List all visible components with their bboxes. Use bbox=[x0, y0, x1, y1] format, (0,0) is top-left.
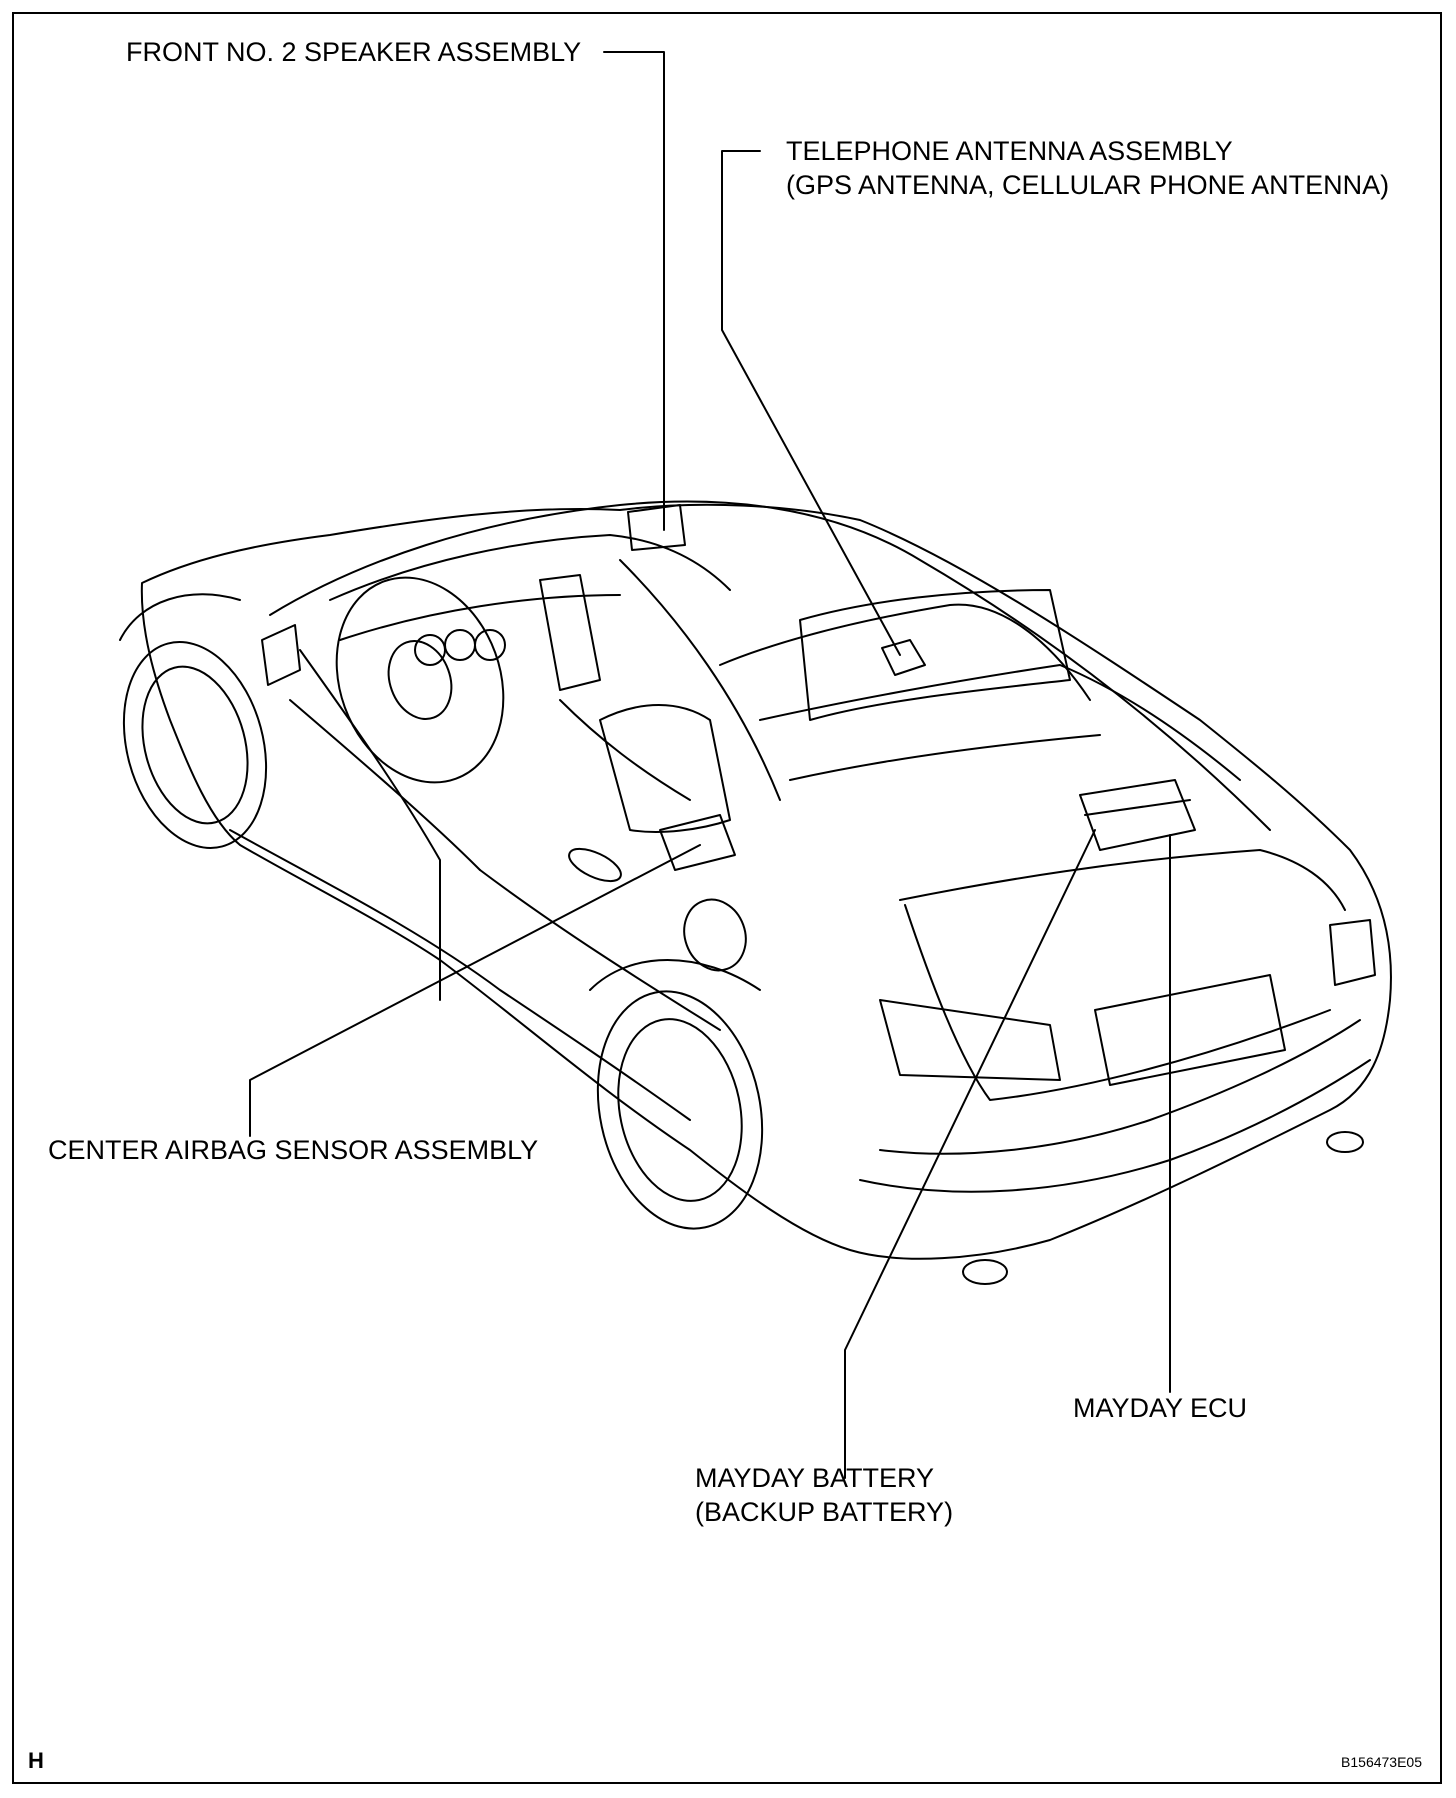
leader-lines bbox=[249, 51, 1171, 1479]
label-center-airbag: CENTER AIRBAG SENSOR ASSEMBLY bbox=[48, 1135, 539, 1165]
label-telephone-antenna-line1: TELEPHONE ANTENNA ASSEMBLY bbox=[786, 136, 1233, 166]
leader-center-airbag bbox=[249, 844, 701, 1137]
ecu-component bbox=[1079, 779, 1196, 851]
leader-front-speaker bbox=[603, 51, 665, 531]
figure-id: B156473E05 bbox=[1341, 1754, 1422, 1770]
diagram-frame bbox=[12, 12, 1442, 1784]
leader-mayday-battery bbox=[844, 829, 1096, 1479]
antenna-component bbox=[881, 639, 926, 676]
speaker-component bbox=[627, 504, 686, 551]
airbag-sensor-component bbox=[659, 814, 736, 871]
label-mayday-battery-line2: (BACKUP BATTERY) bbox=[695, 1497, 954, 1527]
interior-outline bbox=[261, 534, 1376, 1285]
label-front-speaker: FRONT NO. 2 SPEAKER ASSEMBLY bbox=[126, 37, 582, 67]
leader-telephone-antenna bbox=[721, 150, 901, 656]
rear-wheel bbox=[589, 959, 764, 1230]
front-wheel bbox=[119, 593, 268, 849]
label-telephone-antenna-line2: (GPS ANTENNA, CELLULAR PHONE ANTENNA) bbox=[786, 170, 1390, 200]
corner-mark: H bbox=[28, 1748, 44, 1773]
label-mayday-battery-line1: MAYDAY BATTERY bbox=[695, 1463, 935, 1493]
label-mayday-ecu: MAYDAY ECU bbox=[1073, 1393, 1248, 1423]
